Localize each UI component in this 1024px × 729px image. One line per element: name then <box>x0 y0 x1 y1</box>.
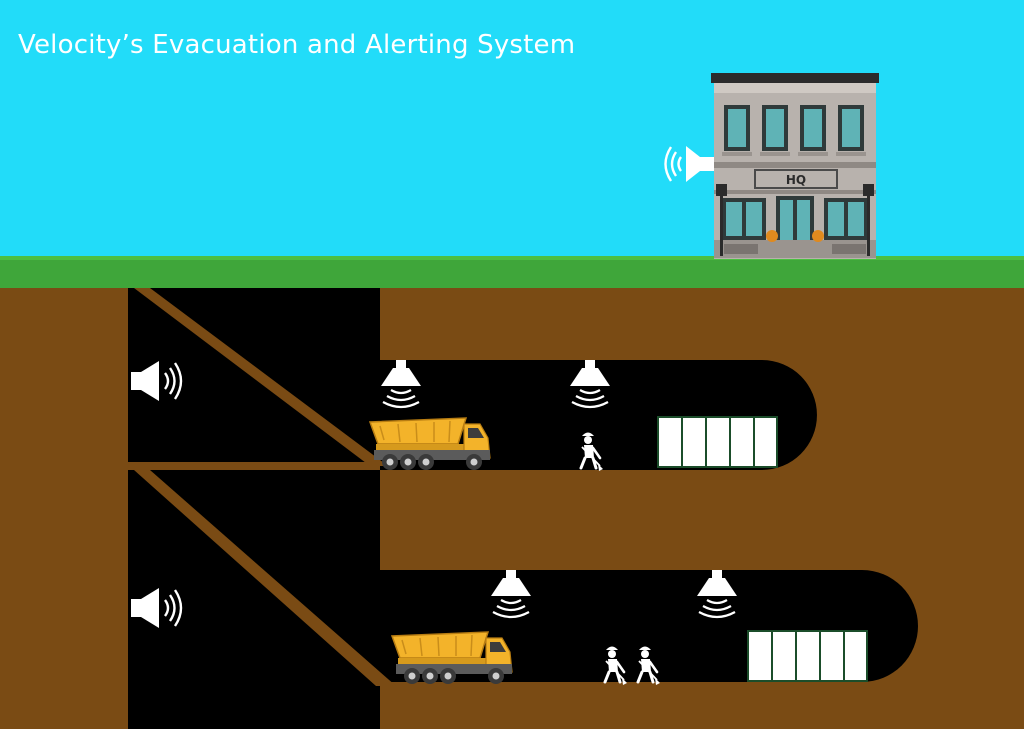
hq-siren-icon <box>664 146 714 182</box>
upper-ramp <box>134 288 388 466</box>
vertical-shaft <box>128 288 380 729</box>
shaft-floor <box>128 462 380 470</box>
diagram-title: Velocity’s Evacuation and Alerting Syste… <box>18 30 576 60</box>
upper-dump-truck-icon <box>369 417 491 471</box>
upper-refuge-chamber <box>657 416 778 468</box>
grass-strip <box>0 256 1024 290</box>
lower-refuge-chamber <box>747 630 868 682</box>
lower-dump-truck-icon <box>391 631 513 685</box>
hq-sign-label: HQ <box>786 173 806 187</box>
hq-building <box>711 73 879 259</box>
lower-ramp <box>134 470 396 686</box>
